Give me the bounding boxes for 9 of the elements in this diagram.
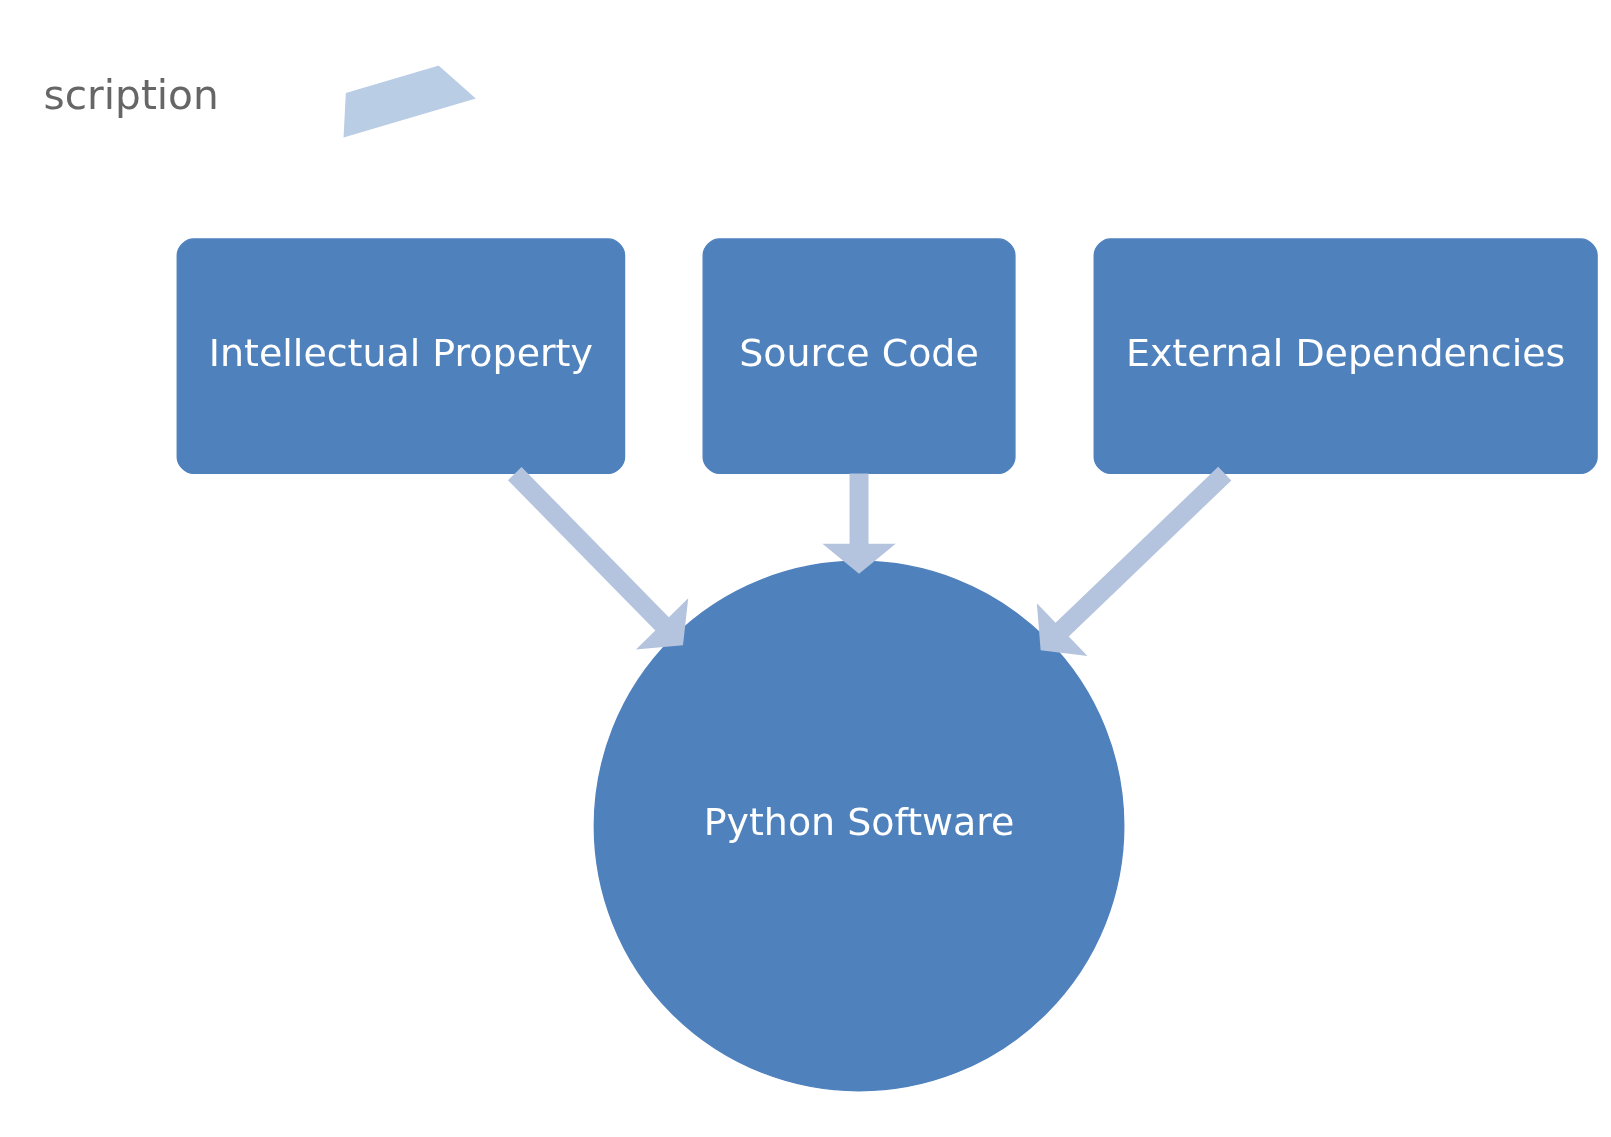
node-lightning: [343, 65, 476, 138]
node-box: Source Code: [702, 238, 1016, 475]
arrow: [507, 466, 689, 650]
node-box: Intellectual Property: [176, 238, 626, 475]
arrow: [1036, 466, 1232, 657]
node-box: External Dependencies: [1093, 238, 1598, 475]
label: scription: [43, 70, 219, 119]
node-circle: Python Software: [593, 560, 1125, 1092]
arrow: [822, 473, 896, 574]
